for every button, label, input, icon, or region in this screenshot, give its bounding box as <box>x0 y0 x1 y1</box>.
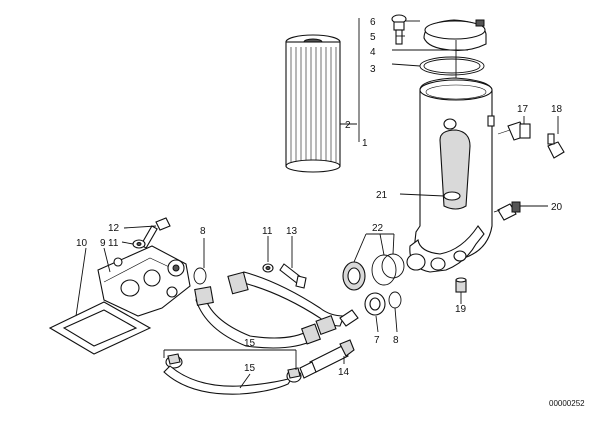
callout-8-right: 8 <box>393 335 399 346</box>
callout-17: 17 <box>517 104 529 115</box>
callout-2: 2 <box>345 120 351 131</box>
callout-1: 1 <box>362 138 368 149</box>
hose-clamp-right <box>286 367 302 383</box>
washer-11-right <box>262 263 274 273</box>
oil-hose-lower <box>194 286 322 349</box>
callout-6: 6 <box>370 17 376 28</box>
bleed-screw <box>547 133 565 159</box>
callout-14: 14 <box>338 367 350 378</box>
sealing-ring-thermostat <box>193 267 207 285</box>
callout-12: 12 <box>108 223 120 234</box>
callout-18: 18 <box>551 104 563 115</box>
oil-hose-upper <box>227 271 359 336</box>
oil-pressure-switch <box>493 201 521 221</box>
callout-20: 20 <box>551 202 563 213</box>
plug-small <box>455 277 467 293</box>
hose-connector <box>299 339 355 379</box>
callout-3: 3 <box>370 64 376 75</box>
o-ring-cover <box>419 56 485 76</box>
union-nut <box>364 292 386 316</box>
filter-housing <box>406 77 495 273</box>
oil-thermostat-flange <box>97 245 191 317</box>
callout-16: 15 <box>244 338 256 349</box>
callout-4: 4 <box>370 47 376 58</box>
oil-filter-element <box>285 34 341 173</box>
hex-bolt-13 <box>279 263 307 289</box>
callout-5: 5 <box>370 32 376 43</box>
leader-lines <box>75 18 559 389</box>
washer-11-left <box>132 239 146 249</box>
callout-13: 13 <box>286 226 298 237</box>
sealing-ring-right <box>388 291 402 309</box>
callout-11-left: 11 <box>108 238 119 249</box>
callout-8-middle: 8 <box>200 226 206 237</box>
callout-10: 10 <box>76 238 88 249</box>
hose-clamp-left <box>165 353 183 369</box>
diagram-code: 00000252 <box>549 399 585 408</box>
breather-hose <box>163 365 294 395</box>
callout-11-right: 11 <box>262 226 273 237</box>
seal-kit <box>342 253 405 291</box>
filter-cover <box>423 19 487 51</box>
callout-19: 19 <box>455 304 467 315</box>
callout-22: 22 <box>372 223 384 234</box>
callout-21: 21 <box>376 190 388 201</box>
flange-gasket <box>48 301 152 355</box>
temperature-sensor <box>497 121 531 141</box>
cover-screw <box>391 14 407 45</box>
callout-7: 7 <box>374 335 380 346</box>
callout-9: 9 <box>100 238 106 249</box>
callout-15: 15 <box>244 363 256 374</box>
